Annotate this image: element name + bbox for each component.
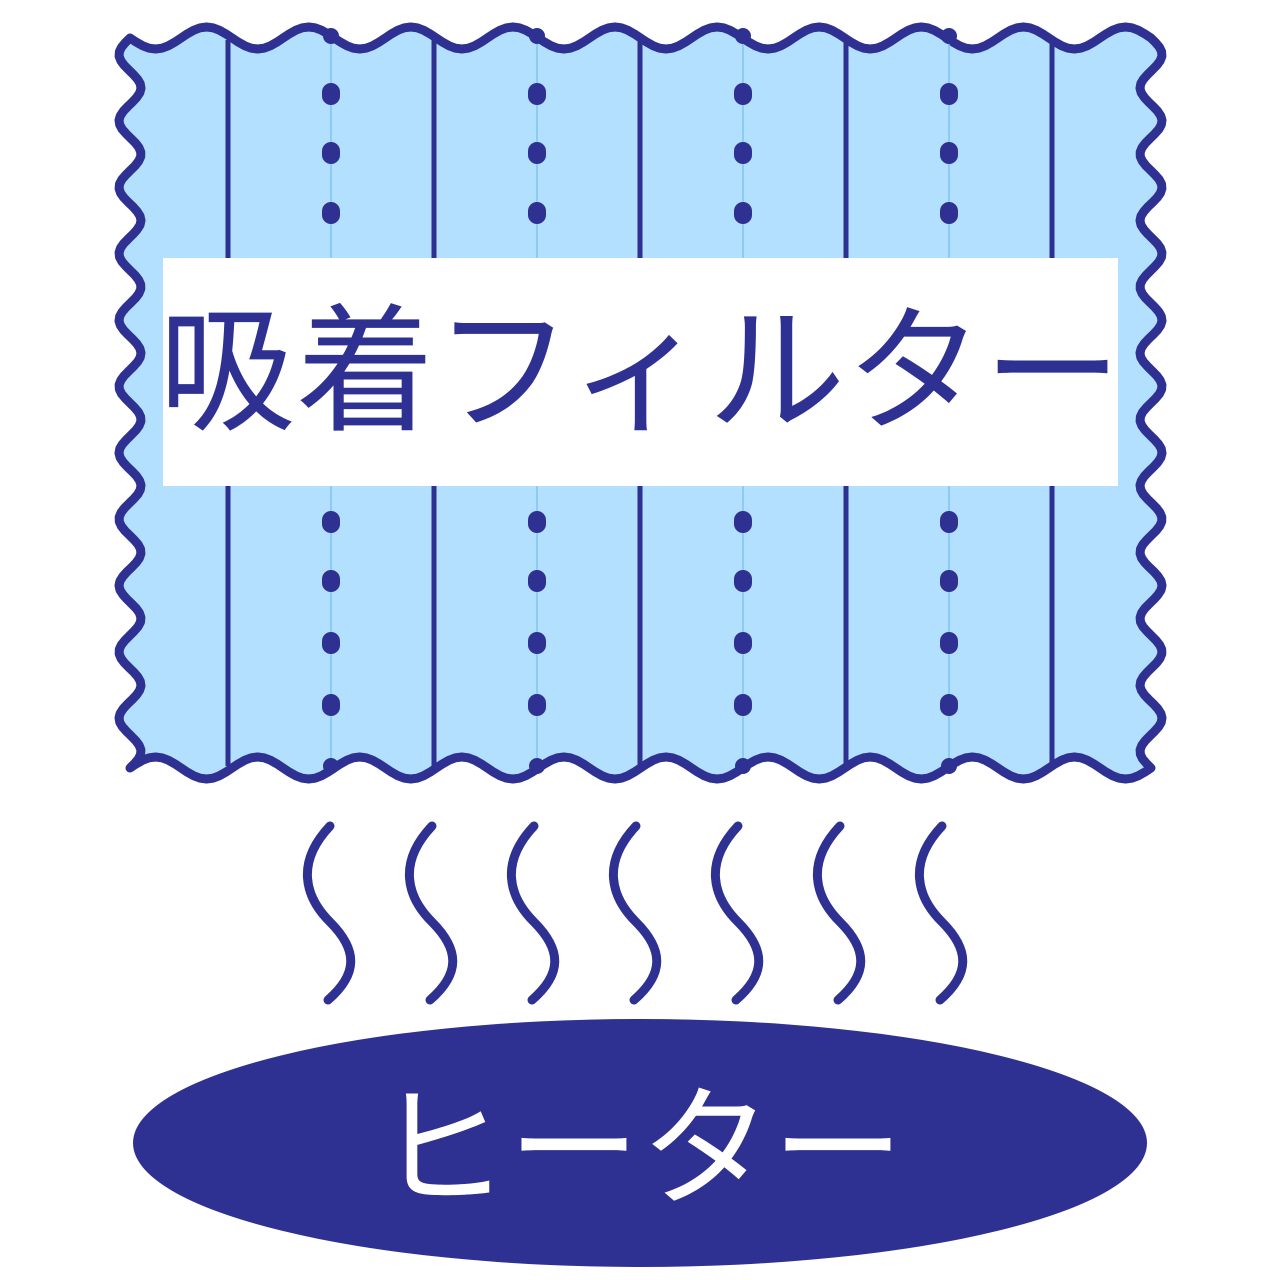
heat-wave [405, 821, 458, 1005]
filter-label-box [163, 258, 1118, 486]
filter-label: 吸着フィルター [158, 292, 1121, 453]
filter: 吸着フィルター [114, 22, 1167, 784]
filter-fold-knot [323, 758, 339, 774]
filter-dot [528, 511, 546, 533]
filter-fold-knot [941, 28, 957, 44]
heat-wave [711, 821, 764, 1005]
filter-dot [734, 511, 752, 533]
filter-dot [940, 202, 958, 224]
filter-dot [322, 570, 340, 592]
filter-fold-knot [323, 28, 339, 44]
filter-fold-knot [529, 28, 545, 44]
filter-fold-knot [529, 758, 545, 774]
heat-wave [813, 821, 866, 1005]
heat-wave [303, 821, 356, 1005]
heat-wave [507, 821, 560, 1005]
filter-dot [322, 694, 340, 716]
filter-dot [940, 694, 958, 716]
heater-body [133, 1019, 1147, 1267]
filter-dot [940, 632, 958, 654]
heater-label: ヒーター [376, 1073, 904, 1227]
filter-dot [528, 694, 546, 716]
filter-dot [734, 83, 752, 105]
filter-dot [322, 511, 340, 533]
filter-dot [322, 83, 340, 105]
filter-dot [734, 694, 752, 716]
filter-dot [940, 142, 958, 164]
filter-dot [734, 142, 752, 164]
filter-fold-knot [735, 28, 751, 44]
filter-dot [528, 202, 546, 224]
filter-dot [322, 632, 340, 654]
heat-wave [609, 821, 662, 1005]
filter-dot [322, 202, 340, 224]
heater: ヒーター [133, 1019, 1147, 1267]
filter-dot [734, 632, 752, 654]
heat-waves [303, 821, 968, 1005]
filter-dot [734, 570, 752, 592]
filter-fold-knot [735, 758, 751, 774]
filter-dot [528, 142, 546, 164]
filter-dot [528, 632, 546, 654]
filter-dot [940, 83, 958, 105]
filter-dot [322, 142, 340, 164]
filter-dot [940, 511, 958, 533]
filter-dot [940, 570, 958, 592]
filter-dot [528, 83, 546, 105]
filter-dot [734, 202, 752, 224]
filter-fold-knot [941, 758, 957, 774]
filter-dot [528, 570, 546, 592]
heat-wave [915, 821, 968, 1005]
